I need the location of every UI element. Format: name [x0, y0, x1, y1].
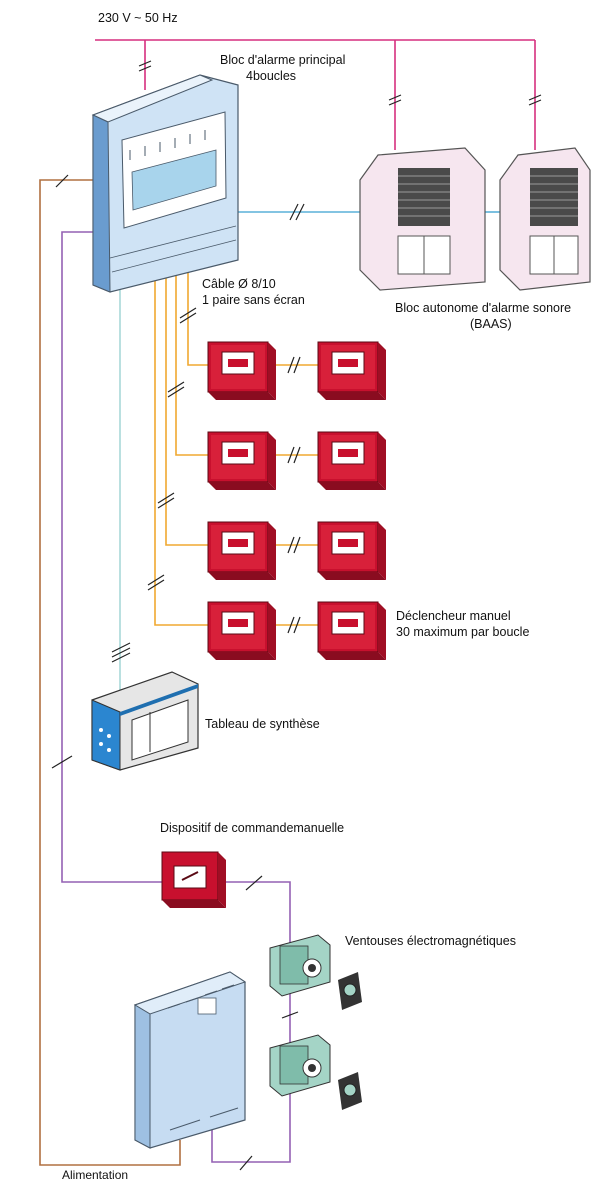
power-supply-unit-label: Alimentation — [62, 1168, 128, 1180]
loop-cable-ticks — [147, 307, 301, 634]
baas-label-2: (BAAS) — [470, 317, 512, 331]
power-cable-ticks — [138, 60, 542, 106]
cable-label-2: 1 paire sans écran — [202, 293, 305, 307]
main-alarm-panel-label-2: 4boucles — [246, 69, 296, 83]
main-alarm-panel-icon — [91, 74, 239, 293]
synthesis-panel-label: Tableau de synthèse — [205, 717, 320, 731]
main-alarm-panel-label: Bloc d'alarme principal — [220, 53, 345, 67]
power-wiring — [95, 39, 536, 150]
supply-control-ticks — [51, 174, 299, 1171]
manual-call-point-icons — [207, 341, 387, 661]
electromagnetic-holder-icon-2 — [269, 1034, 362, 1110]
sounder-bus-ticks — [289, 203, 305, 221]
manual-call-point-label: Déclencheur manuel — [396, 609, 511, 623]
ventouse-wiring — [211, 881, 291, 1163]
baas-label: Bloc autonome d'alarme sonore — [395, 301, 571, 315]
power-supply-unit-icon — [133, 971, 247, 1149]
manual-call-point-label-2: 30 maximum par boucle — [396, 625, 529, 639]
baas-sounder-icon — [359, 147, 486, 291]
cable-label: Câble Ø 8/10 — [202, 277, 276, 291]
power-supply-wiring — [39, 179, 181, 1166]
tableau-ticks — [111, 642, 131, 663]
detection-loops-wiring — [154, 270, 318, 626]
baas-sounder-icon-2 — [499, 147, 591, 291]
electromagnetic-holders-label: Ventouses électromagnétiques — [345, 934, 516, 948]
electromagnetic-holder-icon — [269, 934, 362, 1010]
control-wiring — [61, 231, 162, 883]
manual-control-device-label: Dispositif de commandemanuelle — [160, 821, 344, 835]
manual-control-device-icon — [161, 851, 226, 908]
synthesis-panel-icon — [91, 671, 199, 771]
power-supply-label: 230 V ~ 50 Hz — [98, 11, 178, 25]
